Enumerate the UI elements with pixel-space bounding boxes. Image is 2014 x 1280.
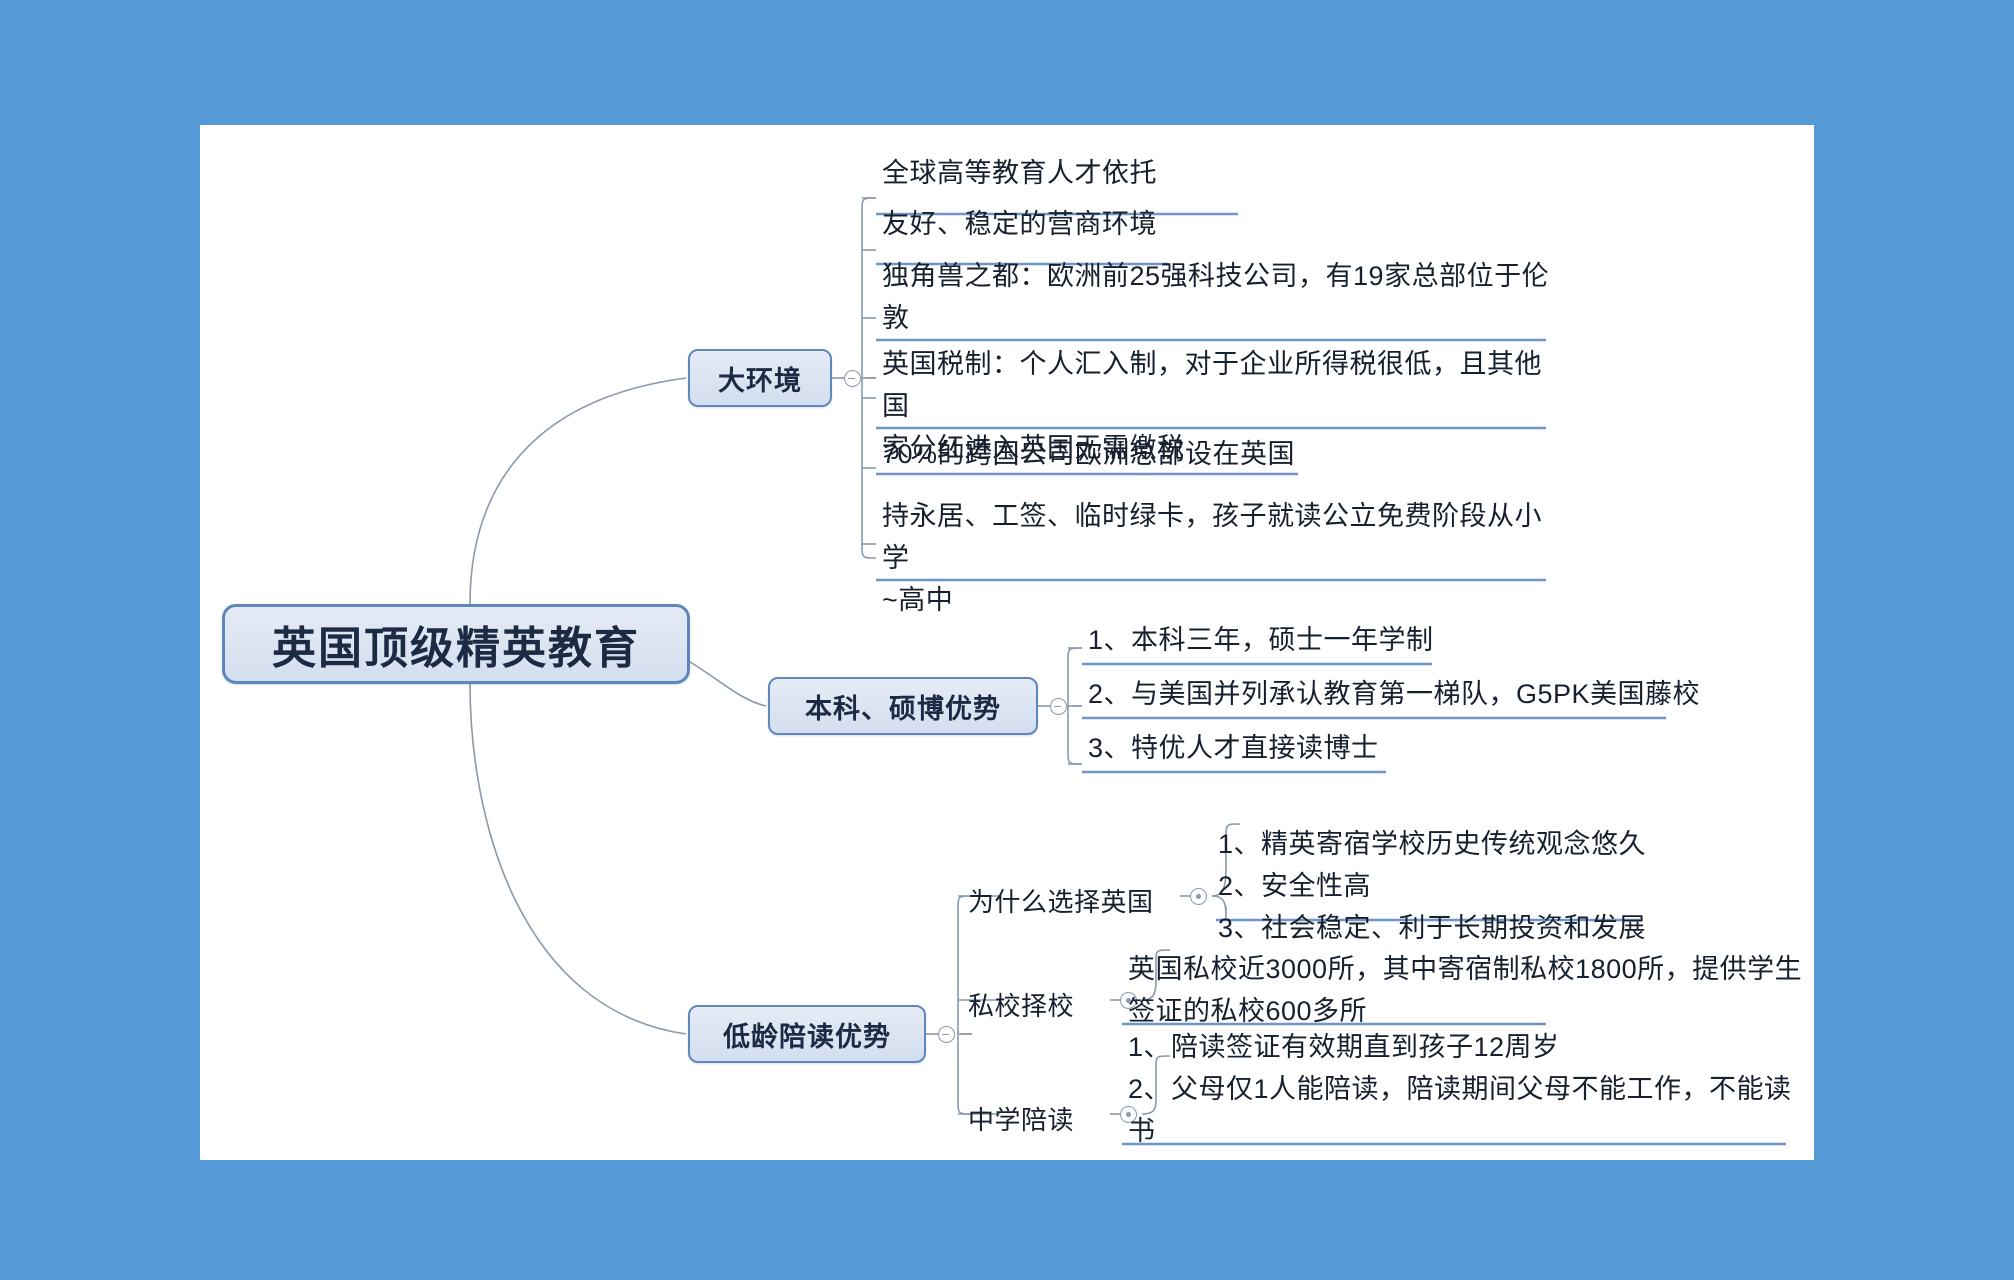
leaf-line: 独角兽之都：欧洲前25强科技公司，有19家总部位于伦 — [882, 261, 1550, 291]
subgroup-label-text: 为什么选择英国 — [968, 887, 1154, 917]
collapse-handle-icon-subgroup-1[interactable] — [1190, 888, 1207, 905]
leaf-line: 3、特优人才直接读博士 — [1088, 733, 1379, 763]
leaf-line: 持永居、工签、临时绿卡，孩子就读公立免费阶段从小学 — [882, 501, 1542, 573]
leaf-line: 2、与美国并列承认教育第一梯队，G5PK美国藤校 — [1088, 679, 1701, 709]
subgroup-label-text: 私校择校 — [968, 991, 1075, 1021]
leaf-line: ~高中 — [882, 585, 954, 615]
leaf-item[interactable]: 英国私校近3000所，其中寄宿制私校1800所，提供学生 签证的私校600多所 — [1128, 948, 1808, 1032]
leaf-item[interactable]: 3、特优人才直接读博士 — [1088, 727, 1708, 769]
leaf-line: 友好、稳定的营商环境 — [882, 209, 1157, 239]
root-node[interactable]: 英国顶级精英教育 — [222, 604, 690, 684]
leaf-line: 书 — [1128, 1116, 1156, 1146]
branch-node-di-ling-pei-du[interactable]: 低龄陪读优势 — [688, 1005, 926, 1063]
leaf-line: 签证的私校600多所 — [1128, 996, 1368, 1026]
leaf-line: 全球高等教育人才依托 — [882, 158, 1157, 188]
root-node-label: 英国顶级精英教育 — [272, 624, 640, 673]
branch-node-label: 大环境 — [718, 365, 802, 396]
leaf-line: 英国私校近3000所，其中寄宿制私校1800所，提供学生 — [1128, 954, 1803, 984]
collapse-handle-icon-branch-2[interactable] — [1050, 698, 1067, 715]
leaf-item[interactable]: 独角兽之都：欧洲前25强科技公司，有19家总部位于伦 敦 — [882, 255, 1562, 339]
subgroup-label-why-uk[interactable]: 为什么选择英国 — [968, 882, 1154, 919]
leaf-line: 家分红进入英国无需缴税 — [882, 433, 1185, 463]
leaf-item[interactable]: 友好、稳定的营商环境 — [882, 203, 1542, 245]
branch-node-da-huan-jing[interactable]: 大环境 — [688, 349, 832, 407]
branch-node-label: 低龄陪读优势 — [723, 1021, 891, 1052]
leaf-line: 1、陪读签证有效期直到孩子12周岁 — [1128, 1032, 1560, 1062]
leaf-item[interactable]: 英国税制：个人汇入制，对于企业所得税很低，且其他国 家分红进入英国无需缴税 — [882, 343, 1562, 469]
leaf-line: 2、安全性高 — [1218, 871, 1372, 901]
leaf-line: 70%的跨国公司欧洲总部设在英国 — [882, 439, 1296, 469]
leaf-item[interactable]: 70%的跨国公司欧洲总部设在英国 — [882, 433, 1562, 475]
leaf-item[interactable]: 1、本科三年，硕士一年学制 — [1088, 619, 1708, 661]
leaf-line: 2、父母仅1人能陪读，陪读期间父母不能工作，不能读 — [1128, 1074, 1792, 1104]
subgroup-label-secondary-accompany[interactable]: 中学陪读 — [968, 1100, 1074, 1137]
branch-node-label: 本科、硕博优势 — [805, 693, 1001, 724]
collapse-handle-icon-subgroup-3[interactable] — [1120, 1106, 1137, 1123]
branch-node-ben-ke-shuo-bo[interactable]: 本科、硕博优势 — [768, 677, 1038, 735]
leaf-item[interactable]: 全球高等教育人才依托 — [882, 152, 1542, 194]
leaf-item[interactable]: 持永居、工签、临时绿卡，孩子就读公立免费阶段从小学 ~高中 — [882, 495, 1562, 621]
leaf-line: 英国税制：个人汇入制，对于企业所得税很低，且其他国 — [882, 349, 1542, 421]
leaf-line: 敦 — [882, 303, 910, 333]
leaf-item[interactable]: 1、陪读签证有效期直到孩子12周岁 2、父母仅1人能陪读，陪读期间父母不能工作，… — [1128, 1026, 1828, 1152]
leaf-line: 1、本科三年，硕士一年学制 — [1088, 625, 1434, 655]
subgroup-label-text: 中学陪读 — [968, 1105, 1075, 1135]
subgroup-label-school-choice[interactable]: 私校择校 — [968, 986, 1074, 1023]
leaf-line: 1、精英寄宿学校历史传统观念悠久 — [1218, 829, 1647, 859]
leaf-item[interactable]: 1、精英寄宿学校历史传统观念悠久 2、安全性高 3、社会稳定、利于长期投资和发展 — [1218, 823, 1778, 949]
collapse-handle-icon-subgroup-2[interactable] — [1120, 992, 1137, 1009]
leaf-line: 3、社会稳定、利于长期投资和发展 — [1218, 913, 1647, 943]
collapse-handle-icon-branch-1[interactable] — [844, 370, 861, 387]
collapse-handle-icon-branch-3[interactable] — [938, 1026, 955, 1043]
leaf-item[interactable]: 2、与美国并列承认教育第一梯队，G5PK美国藤校 — [1088, 673, 1708, 715]
